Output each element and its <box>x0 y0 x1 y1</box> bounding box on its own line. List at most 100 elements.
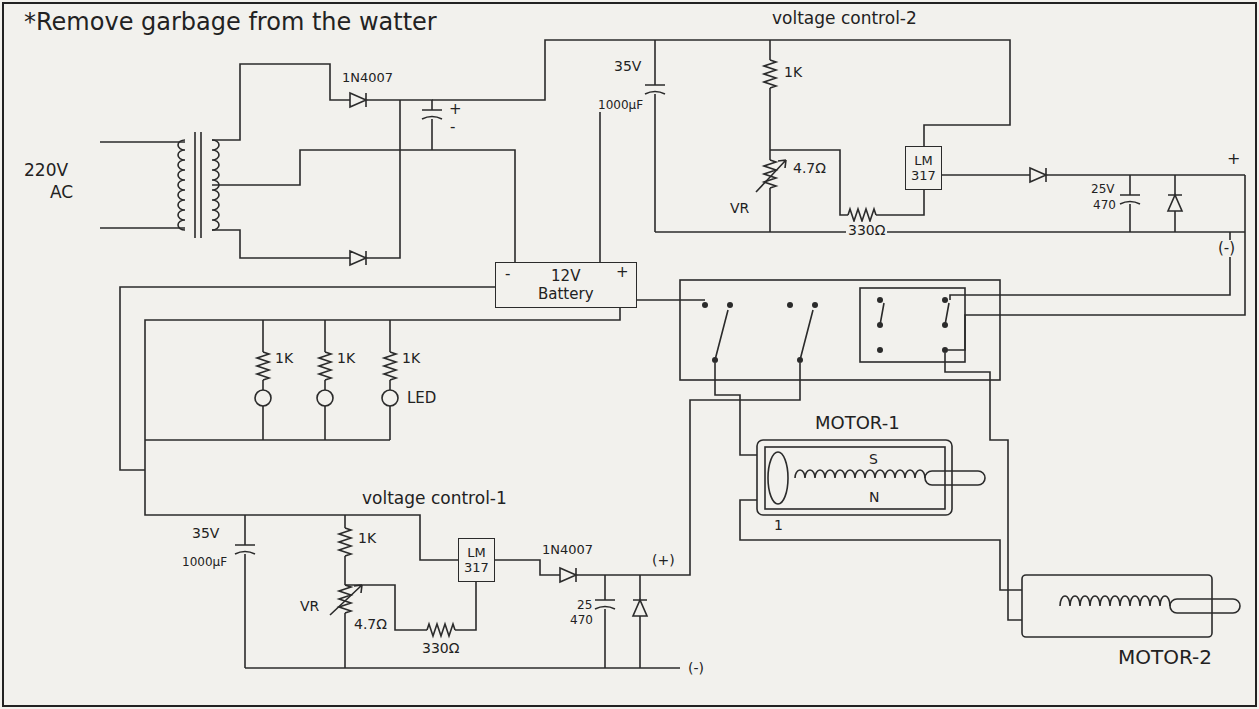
circle-symbol <box>877 347 883 353</box>
component-symbol <box>319 352 331 380</box>
outline-rect <box>757 440 952 515</box>
wire-path <box>212 230 350 258</box>
part-label: 330Ω <box>846 222 887 238</box>
part-label: 1N4007 <box>540 542 595 557</box>
wire-path <box>948 295 985 350</box>
wire-path <box>1174 175 1176 195</box>
wire-path <box>985 175 1245 315</box>
regulator-box: LM 317 <box>458 538 495 582</box>
part-label: VR <box>298 598 321 614</box>
wire-path <box>263 320 390 352</box>
wire-path <box>263 380 390 390</box>
wire-path <box>431 119 433 150</box>
diagram-title: *Remove garbage from the watter <box>22 8 439 36</box>
part-label: 1K <box>356 530 378 546</box>
wire-path <box>145 470 465 560</box>
component-symbol <box>595 600 615 609</box>
outline-rect <box>925 471 985 485</box>
circle-symbol <box>255 390 271 406</box>
wire-path <box>145 300 705 440</box>
component-symbol <box>1030 168 1046 182</box>
wiring <box>100 40 1245 668</box>
circle-symbol <box>877 297 883 303</box>
wire-path <box>639 616 641 668</box>
component-symbol <box>645 85 665 94</box>
circle-symbol <box>787 302 793 308</box>
node-text: MOTOR-2 <box>1118 645 1212 669</box>
component-symbol <box>350 251 366 265</box>
wire-path <box>770 150 848 215</box>
circle-symbol <box>877 322 883 328</box>
wire-path <box>604 575 606 600</box>
part-label: 220V <box>22 160 70 180</box>
component-symbol <box>350 93 366 107</box>
wire-path <box>654 40 656 85</box>
wire-path <box>245 667 680 669</box>
part-label: S <box>867 451 880 467</box>
component-symbol <box>422 110 442 119</box>
circle-symbol <box>727 302 733 308</box>
part-label: 470 <box>1091 198 1118 212</box>
wire-path <box>756 160 786 192</box>
wire-path <box>244 515 246 545</box>
wire-path <box>769 40 771 60</box>
part-label: - <box>448 119 457 136</box>
wire-path <box>1129 175 1131 195</box>
part-label: 35V <box>612 58 643 74</box>
switch-contacts <box>702 297 948 363</box>
wire-path <box>1129 204 1131 232</box>
wire-path <box>344 515 346 528</box>
component-symbol <box>339 528 351 556</box>
component-symbol <box>764 160 776 188</box>
circle-symbol <box>812 302 818 308</box>
circle-symbol <box>942 322 948 328</box>
wire-path <box>195 132 201 238</box>
wire-path <box>100 142 185 228</box>
part-label: + <box>1225 150 1242 168</box>
wire-path <box>795 470 925 478</box>
motor-label: MOTOR-2 <box>1118 645 1212 669</box>
part-label: 35V <box>190 525 221 541</box>
wire-path <box>244 554 246 668</box>
part-label: 1K <box>335 350 357 366</box>
component-symbol <box>764 60 776 88</box>
part-label: 1K <box>273 350 295 366</box>
part-label: 1 <box>772 517 785 533</box>
outline-rect <box>1170 599 1240 613</box>
wire-path <box>455 575 476 630</box>
outline-rect <box>1022 575 1212 637</box>
component-symbol <box>633 600 647 616</box>
part-label: 1N4007 <box>340 70 395 85</box>
part-label: 1000µF <box>180 555 229 569</box>
part-label: + <box>614 264 631 281</box>
part-label: 4.7Ω <box>791 160 828 176</box>
wire-path <box>344 613 346 668</box>
wire-path <box>366 100 432 110</box>
component-symbol <box>1168 195 1182 211</box>
part-label: 1K <box>782 64 804 80</box>
circle-symbol <box>797 357 803 363</box>
wire-path <box>366 100 400 258</box>
wire-path <box>178 140 185 230</box>
component-symbol <box>257 352 269 380</box>
wire-path <box>740 500 1022 590</box>
outline-rect <box>680 280 1000 380</box>
part-label: 470 <box>568 613 595 627</box>
component-symbol <box>339 585 351 613</box>
motor-drawings <box>757 440 1240 637</box>
part-label: + <box>447 101 464 118</box>
part-label: voltage control-1 <box>360 488 509 508</box>
wire-path <box>330 585 362 615</box>
outline-rect <box>765 447 945 509</box>
wire-path <box>120 287 495 470</box>
part-label: - <box>503 266 512 283</box>
circle-symbol <box>702 302 708 308</box>
part-label: 25V <box>1089 182 1116 196</box>
wire-path <box>212 64 350 140</box>
node-text: LM 317 <box>464 545 489 575</box>
wire-path <box>654 94 656 232</box>
component-symbol <box>560 568 576 582</box>
wire-path <box>715 363 757 455</box>
motor-label: MOTOR-1 <box>815 412 900 434</box>
